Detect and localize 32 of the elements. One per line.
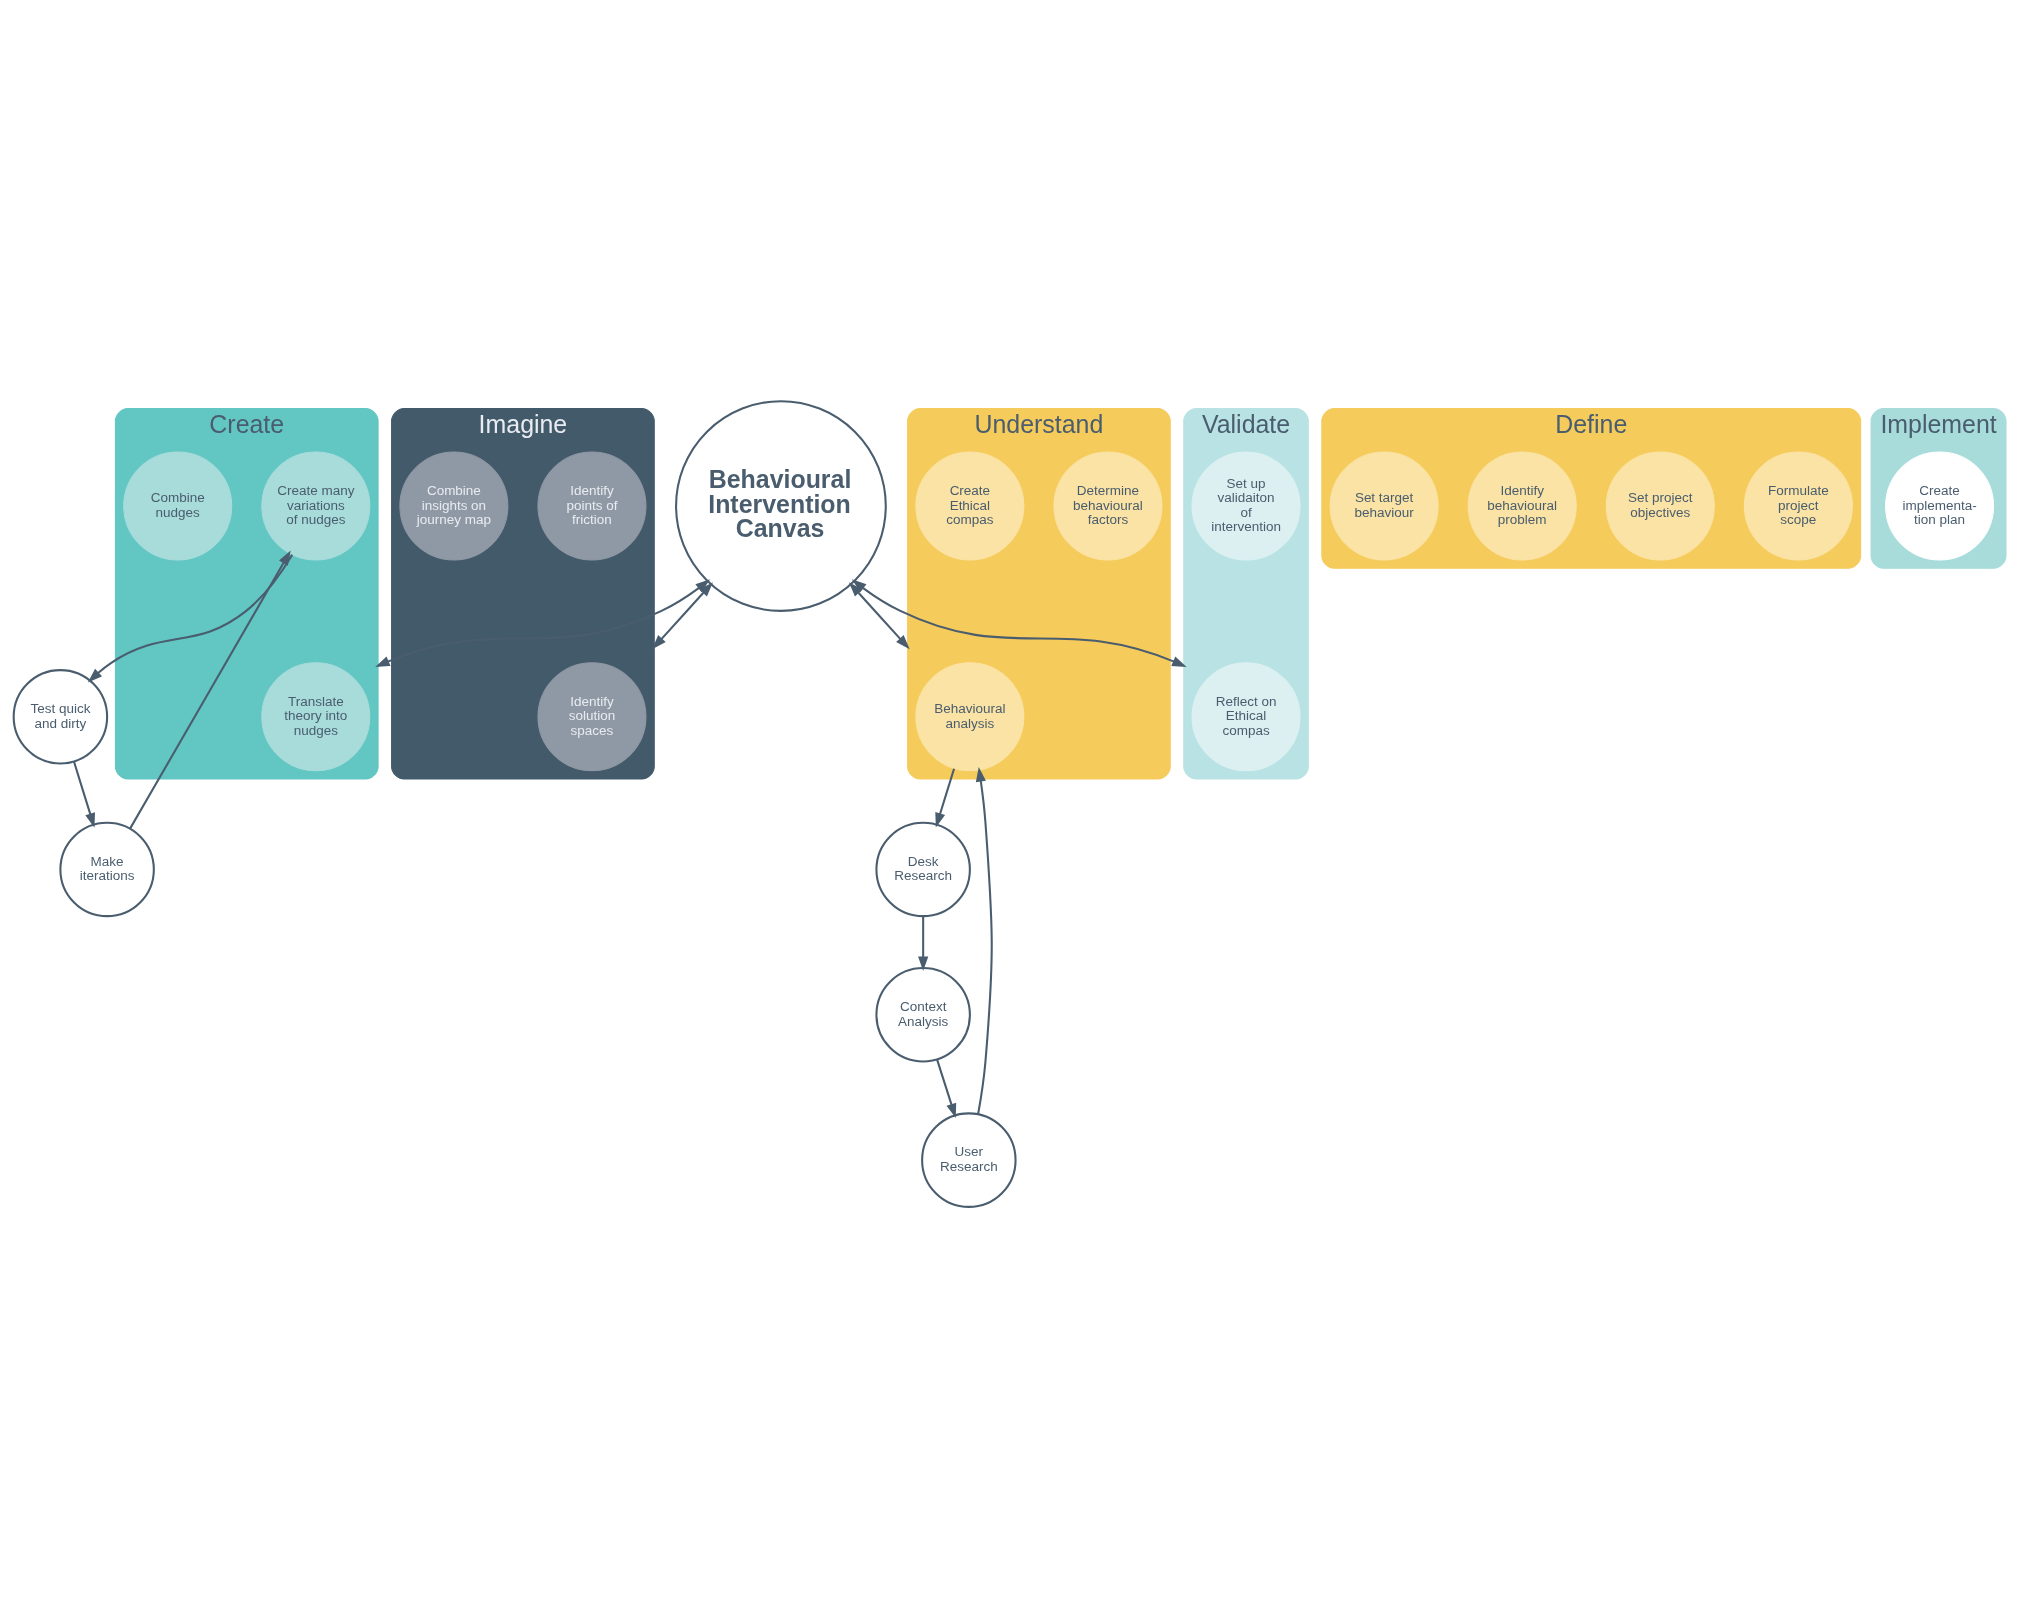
- node-circle: Determine behavioural factors: [1052, 451, 1162, 561]
- arrow: [917, 916, 928, 972]
- node-circle: Identify behavioural problem: [1467, 451, 1577, 561]
- node-circle: Desk Research: [874, 821, 971, 918]
- arrow: [651, 582, 713, 650]
- node-circle: Translate theory into nudges: [260, 662, 370, 772]
- node-circle: Combine insights on journey map: [398, 451, 508, 561]
- node-circle: Create implementa- tion plan: [1884, 451, 1994, 561]
- arrow: [934, 768, 955, 828]
- node-circle: Behavioural Intervention Canvas: [674, 400, 887, 612]
- node-circle: Set up validaiton of intervention: [1191, 451, 1301, 561]
- node-circle: Combine nudges: [122, 451, 232, 561]
- arrow: [851, 579, 1187, 668]
- node-circle: Context Analysis: [874, 967, 971, 1063]
- node-circle: Identify solution spaces: [536, 662, 646, 772]
- arrow: [374, 579, 710, 668]
- node-circle: Reflect on Ethical compas: [1191, 662, 1301, 772]
- node-circle: Create Ethical compas: [914, 451, 1024, 561]
- arrow: [72, 761, 95, 828]
- node-circle: User Research: [920, 1112, 1017, 1208]
- node-circle: Formulate project scope: [1743, 451, 1853, 561]
- arrow: [935, 1059, 956, 1119]
- arrow: [975, 767, 993, 1115]
- arrow: [848, 582, 910, 650]
- arrow: [128, 550, 291, 830]
- node-circle: Identify points of friction: [536, 451, 646, 561]
- node-circle: Set project objectives: [1605, 451, 1715, 561]
- node-circle: Create many variations of nudges: [260, 451, 370, 561]
- arrow: [87, 554, 293, 683]
- node-circle: Behavioural analysis: [914, 662, 1024, 772]
- node-circle: Set target behaviour: [1329, 451, 1439, 561]
- node-circle: Make iterations: [58, 821, 155, 918]
